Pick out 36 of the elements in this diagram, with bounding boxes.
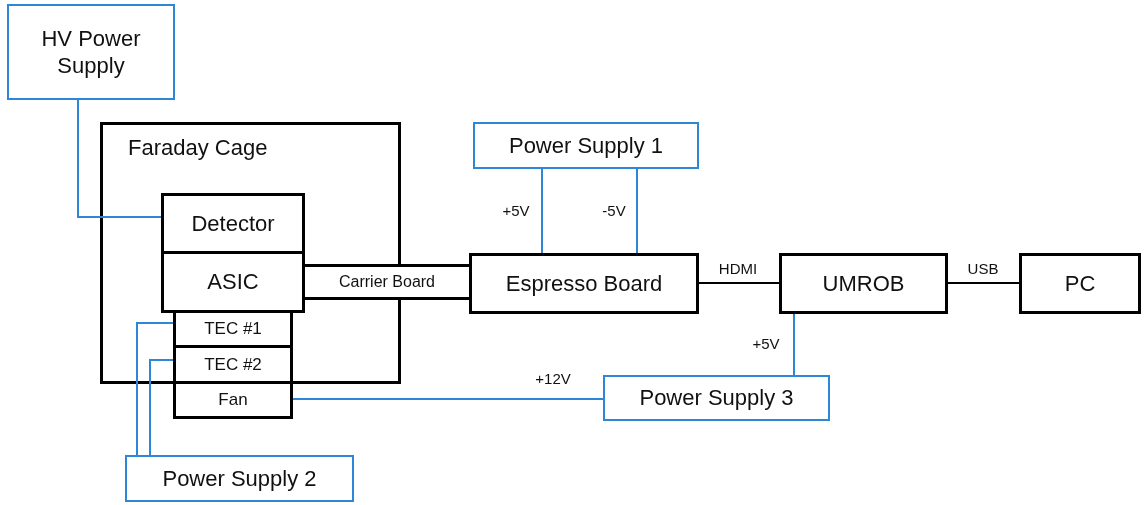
component-box bbox=[469, 253, 699, 314]
component-box bbox=[173, 310, 293, 348]
node-label: HV Power Supply bbox=[40, 24, 142, 80]
component-box bbox=[473, 122, 699, 169]
component-box bbox=[779, 253, 948, 314]
connector-line bbox=[149, 359, 174, 456]
node-label: Carrier Board bbox=[339, 272, 435, 292]
connector-line bbox=[793, 313, 795, 376]
component-box bbox=[603, 375, 830, 421]
connector-line bbox=[136, 322, 174, 456]
node-label: TEC #2 bbox=[204, 353, 262, 376]
node-label: Power Supply 1 bbox=[508, 131, 664, 160]
connector-line bbox=[947, 282, 1020, 284]
node-label: ASIC bbox=[207, 268, 259, 296]
connector-line bbox=[541, 168, 543, 254]
node-label: Power Supply 3 bbox=[639, 384, 794, 412]
node-label: TEC #1 bbox=[204, 318, 262, 340]
connector-line bbox=[292, 398, 604, 400]
component-box bbox=[125, 455, 354, 502]
component-box bbox=[302, 264, 472, 300]
node-label: Espresso Board bbox=[505, 269, 663, 298]
component-box bbox=[161, 193, 305, 254]
connector-line bbox=[636, 168, 638, 254]
component-box bbox=[161, 251, 305, 313]
connector-line bbox=[77, 99, 162, 218]
component-box bbox=[1019, 253, 1141, 314]
node-label: PC bbox=[1064, 269, 1096, 298]
node-label: Faraday Cage bbox=[128, 134, 268, 162]
node-label: Power Supply 2 bbox=[162, 464, 317, 493]
component-box bbox=[173, 345, 293, 384]
connector-line bbox=[698, 282, 780, 284]
component-box bbox=[173, 381, 293, 419]
node-label: Detector bbox=[191, 209, 275, 238]
node-label: Fan bbox=[218, 389, 248, 411]
component-box bbox=[7, 4, 175, 100]
node-label: UMROB bbox=[822, 269, 905, 298]
